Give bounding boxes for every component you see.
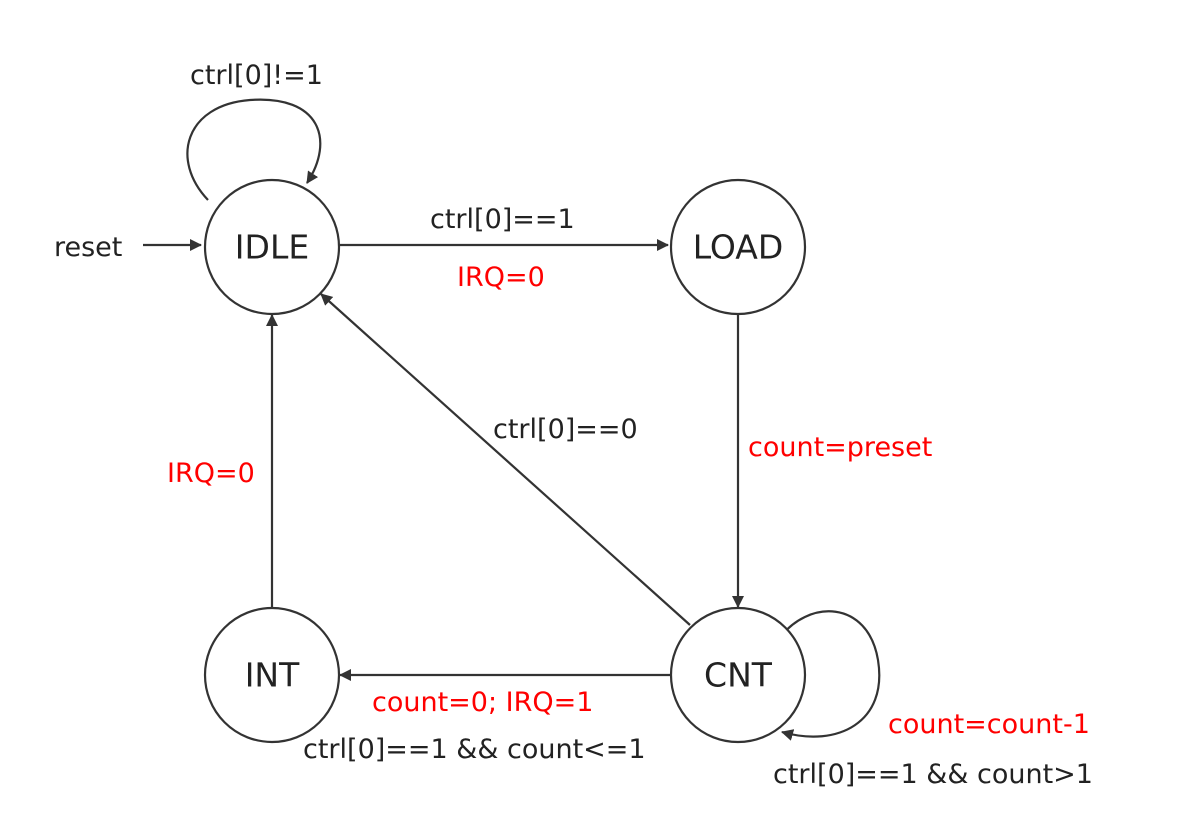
state-int: INT <box>203 606 341 744</box>
state-idle: IDLE <box>203 178 341 316</box>
state-idle-label: IDLE <box>235 228 309 267</box>
idle-self-condition: ctrl[0]!=1 <box>190 60 323 91</box>
load-to-cnt-action: count=preset <box>748 432 932 463</box>
int-to-idle-action: IRQ=0 <box>167 458 255 489</box>
idle-to-load-action: IRQ=0 <box>457 262 545 293</box>
cnt-to-int-condition: ctrl[0]==1 && count<=1 <box>303 734 646 765</box>
edge-cnt-self-loop <box>777 610 881 741</box>
cnt-self-condition: ctrl[0]==1 && count>1 <box>773 759 1093 790</box>
state-load-label: LOAD <box>693 228 784 267</box>
state-cnt-label: CNT <box>704 656 773 695</box>
state-cnt: CNT <box>669 606 807 744</box>
initial-reset-label: reset <box>54 232 122 263</box>
idle-to-load-condition: ctrl[0]==1 <box>430 204 575 235</box>
cnt-to-int-action: count=0; IRQ=1 <box>372 687 593 718</box>
cnt-to-idle-condition: ctrl[0]==0 <box>493 414 638 445</box>
state-load: LOAD <box>669 178 807 316</box>
edge-idle-self-loop <box>186 98 322 201</box>
cnt-self-action: count=count-1 <box>888 709 1090 740</box>
edge-cnt-to-idle <box>320 293 691 626</box>
state-int-label: INT <box>245 656 300 695</box>
